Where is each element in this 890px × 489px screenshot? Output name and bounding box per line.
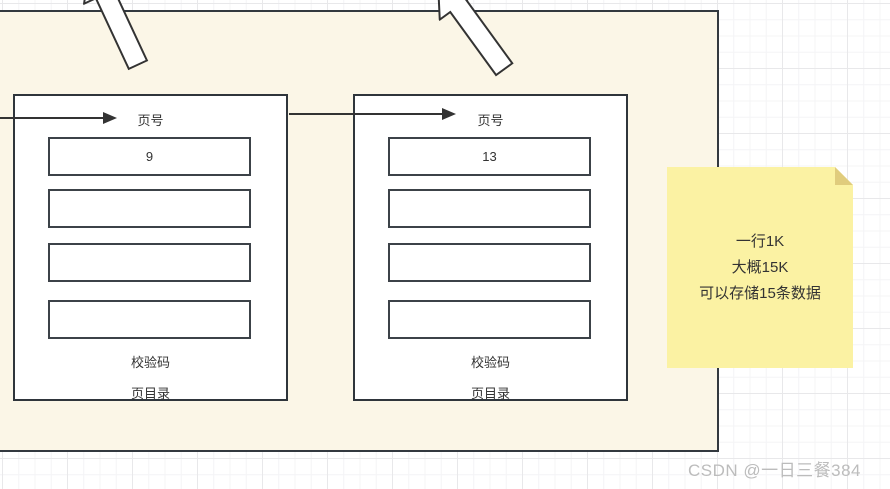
sticky-note: 一行1K 大概15K 可以存储15条数据 [667,167,853,368]
empty-slot [388,300,591,339]
page-directory-box-1: 页号 9 校验码 页目录 [13,94,288,401]
note-line: 一行1K [735,232,785,250]
empty-slot [48,189,251,228]
block-arrow-up-left-icon [418,0,524,84]
page-directory-title: 页目录 [130,386,170,401]
page-number-label: 页号 [137,113,164,128]
page-number-label: 页号 [477,113,504,128]
page-directory-title: 页目录 [470,386,510,401]
note-line: 大概15K [731,258,789,276]
arrowhead-icon [442,108,456,120]
note-line: 可以存储15条数据 [699,284,821,302]
checksum-label: 校验码 [130,355,170,370]
page-directory-box-2: 页号 13 校验码 页目录 [353,94,628,401]
block-arrow-up-left-icon [68,0,160,76]
empty-slot [48,300,251,339]
empty-slot [48,243,251,282]
checksum-label: 校验码 [470,355,510,370]
empty-slot [388,189,591,228]
empty-slot [388,243,591,282]
sticky-note-background [667,167,853,368]
csdn-watermark: CSDN @一日三餐384 [688,461,862,480]
page-number-slot: 13 [388,137,591,176]
sticky-note-text: 一行1K 大概15K 可以存储15条数据 [667,167,853,368]
page-number-slot: 9 [48,137,251,176]
arrowhead-icon [103,112,117,124]
pointer-arrow-box1-to-box2 [289,108,456,120]
pointer-arrow-to-box1 [0,112,117,124]
